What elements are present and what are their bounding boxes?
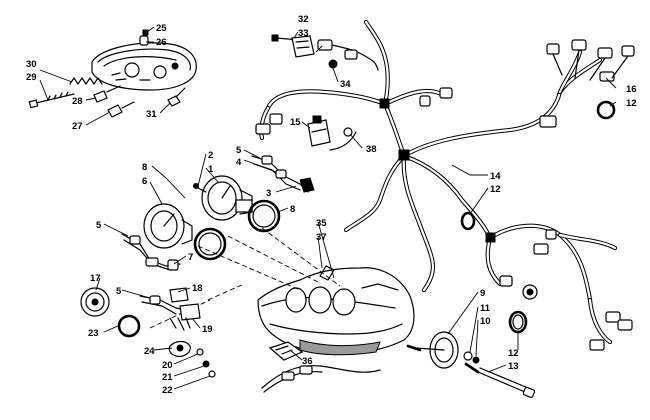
callout-28: 28	[72, 96, 83, 107]
instrument-panel	[149, 227, 415, 393]
callout-18: 18	[192, 283, 203, 294]
callout-12-lower: 12	[508, 348, 519, 359]
switch-assembly	[307, 115, 331, 147]
leader-lines	[39, 26, 617, 390]
callout-31: 31	[146, 109, 157, 120]
callout-9: 9	[480, 288, 485, 299]
callout-12-middle: 12	[490, 184, 501, 195]
callout-34: 34	[340, 79, 351, 90]
callout-7: 7	[188, 252, 193, 263]
callout-30: 30	[26, 59, 37, 70]
callout-11: 11	[480, 303, 491, 314]
callout-5-middle: 5	[96, 220, 102, 231]
callout-16: 16	[626, 84, 637, 95]
speedometer-cable-assembly	[406, 310, 536, 398]
switch-connector-assembly	[80, 287, 216, 378]
callout-5-upper: 5	[236, 145, 242, 156]
callout-25: 25	[156, 23, 167, 34]
callout-32: 32	[298, 14, 309, 25]
callout-8-right: 8	[290, 204, 295, 215]
grommet-12-top	[596, 100, 616, 120]
callout-labels: 25 26 30 29 28 27 31 32 33 34 15 38 16 1…	[26, 14, 637, 396]
callout-6: 6	[142, 176, 147, 187]
callout-1: 1	[208, 164, 214, 175]
gauge-assembly	[121, 155, 315, 271]
callout-38: 38	[366, 144, 377, 155]
callout-5-lower: 5	[116, 286, 122, 297]
callout-14: 14	[490, 171, 501, 182]
callout-20: 20	[162, 360, 173, 371]
callout-13: 13	[508, 361, 519, 372]
callout-3: 3	[266, 188, 271, 199]
callout-2: 2	[208, 150, 213, 161]
callout-36: 36	[302, 356, 313, 367]
callout-10: 10	[480, 316, 491, 327]
callout-15: 15	[290, 117, 301, 128]
callout-24: 24	[144, 346, 155, 357]
callout-22: 22	[162, 385, 173, 396]
callout-35: 35	[316, 218, 327, 229]
callout-29: 29	[26, 72, 37, 83]
callout-21: 21	[162, 372, 173, 383]
callout-12-top: 12	[626, 98, 637, 109]
callout-27: 27	[72, 121, 83, 132]
callout-26: 26	[156, 37, 167, 48]
callout-23: 23	[88, 328, 99, 339]
callout-19: 19	[202, 324, 213, 335]
callout-17: 17	[90, 273, 101, 284]
main-wiring-harness	[255, 19, 635, 351]
callout-33: 33	[298, 28, 309, 39]
callout-4: 4	[236, 157, 242, 168]
relay-assembly	[271, 34, 379, 71]
instrument-housing-assembly	[28, 29, 197, 118]
callout-37: 37	[316, 232, 327, 243]
callout-8-upper: 8	[142, 162, 147, 173]
